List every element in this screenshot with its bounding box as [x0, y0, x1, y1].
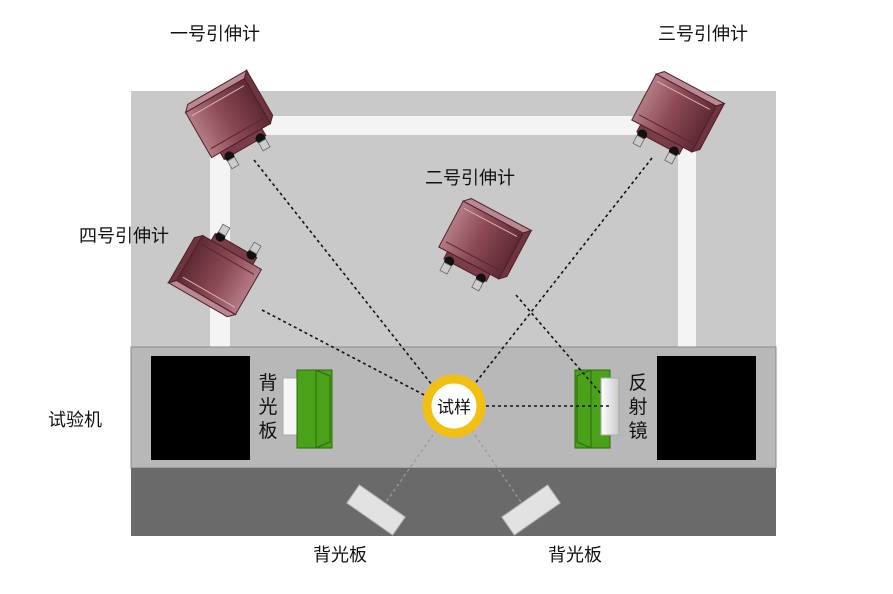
bottom-right-backlight-label: 背光板: [548, 545, 602, 566]
extensometer-2-label: 二号引伸计: [425, 168, 515, 189]
right-mirror-char-3: 镜: [628, 420, 647, 442]
specimen-ring-icon: [422, 374, 486, 438]
extensometer-4-label: 四号引伸计: [79, 226, 169, 247]
right-black-block: [657, 356, 756, 460]
extensometer-3-label: 三号引伸计: [658, 24, 748, 45]
testing-machine-base: [131, 468, 776, 536]
backlight-panel-icon-left: [346, 484, 406, 536]
left-backlight-char-1: 背: [258, 372, 277, 394]
extensometer-1-label: 一号引伸计: [170, 24, 260, 45]
right-mirror-char-1: 反: [628, 372, 647, 394]
left-green-holder-icon: [296, 369, 333, 449]
backlight-beam-lines: [385, 424, 522, 503]
specimen-label: 试样: [437, 398, 471, 418]
beam-lines: [253, 157, 653, 407]
mirror-icon: [600, 377, 620, 436]
right-mirror-char-2: 射: [628, 396, 647, 418]
left-backlight-char-2: 光: [258, 396, 277, 418]
testing-machine-label: 试验机: [48, 410, 102, 431]
bottom-left-backlight-label: 背光板: [313, 545, 367, 566]
left-black-block: [151, 356, 250, 460]
backlight-panel-icon-right: [501, 484, 561, 536]
left-backlight-char-3: 板: [258, 420, 277, 442]
